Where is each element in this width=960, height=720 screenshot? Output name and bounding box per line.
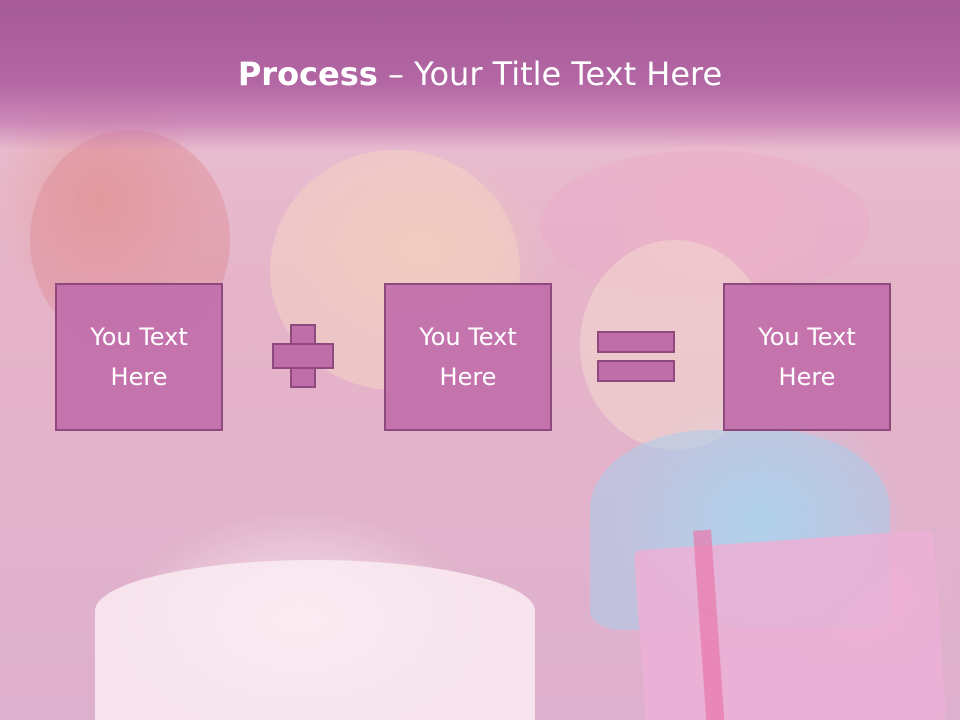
slide-title: Process – Your Title Text Here xyxy=(0,52,960,96)
process-box-3: You Text Here xyxy=(723,283,891,431)
equals-icon-bar xyxy=(597,360,675,382)
plus-icon-center xyxy=(292,345,314,367)
process-box-2-text: You Text Here xyxy=(419,323,517,391)
title-rest: – Your Title Text Here xyxy=(377,55,723,93)
title-bold: Process xyxy=(237,55,378,93)
process-box-3-text: You Text Here xyxy=(758,323,856,391)
gift-box-shape xyxy=(633,529,947,720)
birthday-cake-shape xyxy=(95,560,535,720)
process-box-1-text: You Text Here xyxy=(90,323,188,391)
process-box-1: You Text Here xyxy=(55,283,223,431)
process-box-2: You Text Here xyxy=(384,283,552,431)
equals-icon xyxy=(597,331,675,353)
title-banner xyxy=(0,0,960,150)
